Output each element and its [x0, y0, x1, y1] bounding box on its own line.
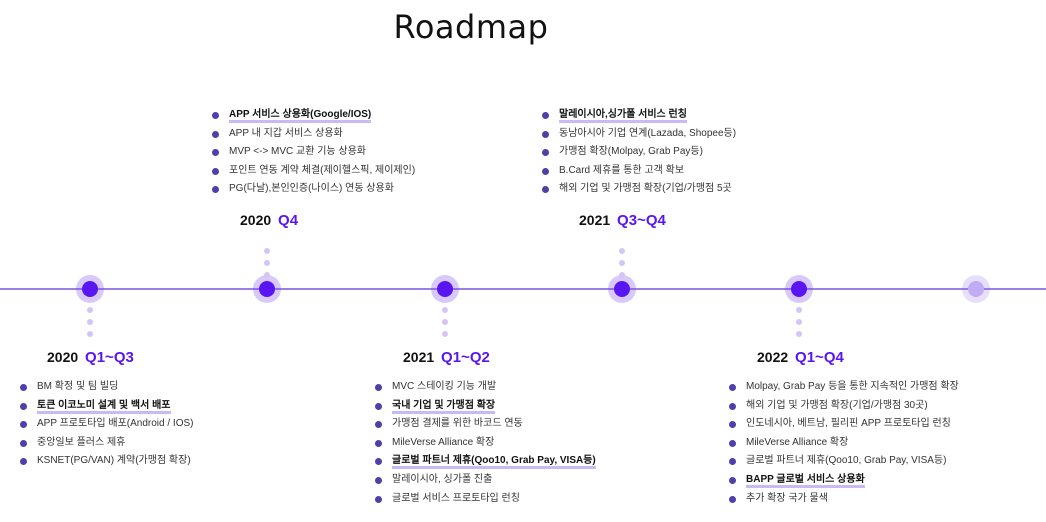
- timeline-node-2022-q1-q4: [785, 275, 813, 303]
- milestone-item: 말레이시아, 싱가폴 진출: [375, 471, 596, 490]
- milestone-item-text: BAPP 글로벌 서비스 상용화: [746, 473, 865, 488]
- milestone-item: APP 서비스 상용화(Google/IOS): [212, 106, 415, 125]
- timeline-axis: [0, 288, 1046, 290]
- milestone-item-text: 글로벌 파트너 제휴(Qoo10, Grab Pay, VISA등): [392, 455, 596, 470]
- milestone-item: APP 프로토타입 배포(Android / IOS): [20, 415, 193, 434]
- milestone-item: 글로벌 서비스 프로토타입 런칭: [375, 490, 596, 509]
- milestone-item-text: BM 확정 및 팀 빌딩: [37, 381, 119, 392]
- milestone-item: 인도네시아, 베트남, 필리핀 APP 프로토타입 런칭: [729, 415, 959, 434]
- milestone-item-text: MVC 스테이킹 기능 개발: [392, 381, 497, 392]
- milestone-item-text: 가맹점 확장(Molpay, Grab Pay등): [559, 146, 703, 158]
- milestone-year: 2021: [403, 349, 435, 365]
- connector-dots: [796, 307, 802, 343]
- milestone-item-text: PG(다날),본인인증(나이스) 연동 상용화: [229, 183, 394, 195]
- milestone-item-text: B.Card 제휴를 통한 고객 확보: [559, 164, 685, 176]
- milestone-item: Molpay, Grab Pay 등을 통한 지속적인 가맹점 확장: [729, 378, 959, 397]
- milestone-item: 글로벌 파트너 제휴(Qoo10, Grab Pay, VISA등): [375, 452, 596, 471]
- connector-dots: [87, 307, 93, 343]
- milestone-item-text: 포인트 연동 계약 체결(제이헬스픽, 제이제인): [229, 164, 416, 176]
- milestone-item-text: MVP <-> MVC 교환 기능 상용화: [229, 146, 367, 158]
- connector-dots: [442, 307, 448, 343]
- milestone-item: 해외 기업 및 가맹점 확장(기업/가맹점 30곳): [729, 397, 959, 416]
- milestone-item: BAPP 글로벌 서비스 상용화: [729, 471, 959, 490]
- milestone-item-text: 중앙일보 플러스 제휴: [37, 436, 126, 448]
- milestone-year: 2020: [240, 212, 272, 228]
- milestone-year: 2020: [47, 349, 79, 365]
- milestone-item-text: MileVerse Alliance 확장: [746, 436, 849, 448]
- timeline-node-2020-q1-q3: [76, 275, 104, 303]
- milestone-item-text: APP 프로토타입 배포(Android / IOS): [37, 418, 194, 430]
- milestone-item: B.Card 제휴를 통한 고객 확보: [542, 162, 736, 181]
- milestone-item-text: 동남아시아 기업 연계(Lazada, Shopee등): [559, 127, 737, 139]
- milestone-item: 동남아시아 기업 연계(Lazada, Shopee등): [542, 125, 736, 144]
- milestone-item-text: 글로벌 서비스 프로토타입 런칭: [392, 492, 520, 504]
- milestone-heading: 2021 Q1~Q2: [403, 349, 490, 366]
- milestone-item-text: MileVerse Alliance 확장: [392, 436, 495, 448]
- milestone-item-text: 말레이시아,싱가폴 서비스 런칭: [559, 109, 687, 123]
- milestone-heading: 2021 Q3~Q4: [579, 212, 666, 229]
- milestone-list: APP 서비스 상용화(Google/IOS) APP 내 지갑 서비스 상용화 M…: [212, 106, 415, 199]
- milestone-item: 글로벌 파트너 제휴(Qoo10, Grab Pay, VISA등): [729, 452, 959, 471]
- milestone-item-text: Molpay, Grab Pay 등을 통한 지속적인 가맹점 확장: [746, 381, 959, 392]
- milestone-item-text: 토큰 이코노미 설계 및 백서 배포: [37, 399, 171, 414]
- milestone-item: 해외 기업 및 가맹점 확장(기업/가맹점 5곳: [542, 180, 736, 199]
- connector-dots: [264, 248, 270, 284]
- milestone-item: 토큰 이코노미 설계 및 백서 배포: [20, 397, 193, 416]
- milestone-quarter: Q1~Q3: [85, 349, 134, 366]
- milestone-item-text: APP 내 지갑 서비스 상용화: [229, 127, 343, 139]
- milestone-item: APP 내 지갑 서비스 상용화: [212, 125, 415, 144]
- milestone-item: 포인트 연동 계약 체결(제이헬스픽, 제이제인): [212, 162, 415, 181]
- milestone-item: 가맹점 확장(Molpay, Grab Pay등): [542, 143, 736, 162]
- milestone-item: 추가 확장 국가 물색: [729, 490, 959, 509]
- milestone-item: 국내 기업 및 가맹점 확장: [375, 397, 596, 416]
- milestone-year: 2022: [757, 349, 789, 365]
- milestone-item-text: 말레이시아, 싱가폴 진출: [392, 473, 493, 485]
- milestone-item-text: 국내 기업 및 가맹점 확장: [392, 399, 496, 414]
- milestone-heading: 2020 Q4: [240, 212, 298, 229]
- timeline-node-2021-q3-q4: [608, 275, 636, 303]
- milestone-item-text: APP 서비스 상용화(Google/IOS): [229, 109, 372, 123]
- page-title: Roadmap: [393, 8, 549, 46]
- milestone-quarter: Q3~Q4: [617, 212, 666, 229]
- milestone-heading: 2020 Q1~Q3: [47, 349, 134, 366]
- milestone-heading: 2022 Q1~Q4: [757, 349, 844, 366]
- timeline-node-future: [962, 275, 990, 303]
- milestone-item-text: 해외 기업 및 가맹점 확장(기업/가맹점 5곳: [559, 183, 732, 195]
- milestone-item: KSNET(PG/VAN) 계약(가맹점 확장): [20, 452, 193, 471]
- timeline-node-2021-q1-q2: [431, 275, 459, 303]
- milestone-quarter: Q4: [278, 212, 299, 229]
- milestone-quarter: Q1~Q2: [441, 349, 490, 366]
- milestone-item-text: 가맹점 결제를 위한 바코드 연동: [392, 418, 523, 430]
- milestone-item: 말레이시아,싱가폴 서비스 런칭: [542, 106, 736, 125]
- milestone-item-text: 글로벌 파트너 제휴(Qoo10, Grab Pay, VISA등): [746, 455, 947, 467]
- milestone-item-text: 해외 기업 및 가맹점 확장(기업/가맹점 30곳): [746, 399, 928, 411]
- milestone-item: 가맹점 결제를 위한 바코드 연동: [375, 415, 596, 434]
- connector-dots: [619, 248, 625, 284]
- milestone-item: BM 확정 및 팀 빌딩: [20, 378, 193, 397]
- milestone-year: 2021: [579, 212, 611, 228]
- milestone-item: PG(다날),본인인증(나이스) 연동 상용화: [212, 180, 415, 199]
- milestone-item: MileVerse Alliance 확장: [729, 434, 959, 453]
- milestone-item: 중앙일보 플러스 제휴: [20, 434, 193, 453]
- milestone-item-text: KSNET(PG/VAN) 계약(가맹점 확장): [37, 455, 191, 467]
- milestone-item-text: 인도네시아, 베트남, 필리핀 APP 프로토타입 런칭: [746, 418, 951, 430]
- milestone-quarter: Q1~Q4: [795, 349, 844, 366]
- milestone-item: MVC 스테이킹 기능 개발: [375, 378, 596, 397]
- milestone-item: MileVerse Alliance 확장: [375, 434, 596, 453]
- milestone-item-text: 추가 확장 국가 물색: [746, 492, 828, 504]
- milestone-item: MVP <-> MVC 교환 기능 상용화: [212, 143, 415, 162]
- timeline-node-2020-q4: [253, 275, 281, 303]
